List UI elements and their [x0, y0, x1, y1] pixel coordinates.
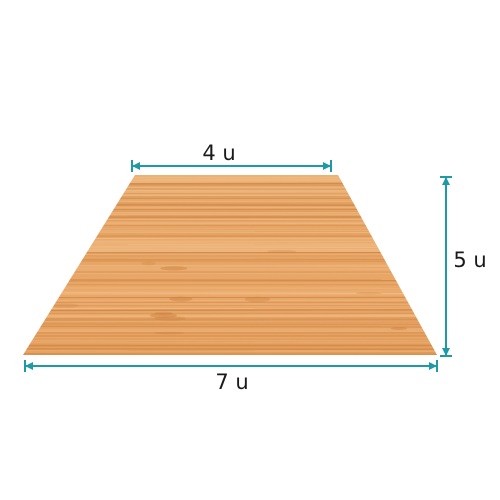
wood-knot [244, 296, 271, 303]
wood-grain-line [23, 354, 437, 355]
wood-grain-line [23, 242, 437, 245]
wood-grain-line [23, 246, 437, 249]
wood-knot [57, 215, 76, 222]
wood-grain-line [23, 213, 437, 216]
wood-grain-line [23, 293, 437, 296]
wood-grain-line [23, 253, 437, 256]
wood-knot [56, 223, 80, 228]
wood-grain-line [23, 352, 437, 355]
wood-knot [154, 311, 173, 316]
wood-grain-line [23, 179, 437, 182]
wood-grain-line [23, 181, 437, 184]
wood-knot [154, 316, 186, 321]
wood-grain-line [23, 219, 437, 222]
wood-grain-line [23, 206, 437, 209]
wood-grain-line [23, 299, 437, 302]
wood-grain-line [23, 292, 437, 295]
height-dimension: 5 u [440, 176, 487, 357]
wood-knot [49, 303, 80, 308]
wood-grain-line [23, 222, 437, 225]
wood-grain-line [23, 350, 437, 353]
wood-grain-line [23, 193, 437, 195]
wood-grain-line [23, 226, 437, 228]
wood-knot [160, 266, 188, 271]
wood-grain-line [23, 276, 437, 279]
wood-grain-line [23, 227, 437, 230]
wood-grain-line [23, 260, 437, 263]
wood-grain-line [23, 266, 437, 268]
wood-knot [169, 296, 193, 302]
wood-grain-line [23, 188, 437, 191]
wood-grain-line [23, 201, 437, 203]
top-dimension: 4 u [131, 141, 332, 172]
wood-knot [355, 291, 383, 295]
wood-grain-line [23, 315, 437, 318]
bottom-label: 7 u [215, 370, 248, 394]
wood-grain-line [23, 321, 437, 323]
wood-grain-line [23, 306, 437, 308]
wood-grain-line [23, 210, 437, 213]
bottom-dimension: 7 u [24, 360, 438, 394]
wood-grain-line [23, 308, 437, 312]
wood-knot [153, 331, 185, 335]
wood-knot [390, 327, 408, 330]
wood-grain-line [23, 205, 437, 208]
wood-grain-line [23, 218, 437, 221]
height-label: 5 u [453, 248, 486, 272]
wood-knot [149, 313, 177, 318]
wood-knot [141, 261, 156, 266]
wood-grain-line [23, 216, 437, 219]
wood-grain-line [23, 234, 437, 237]
wood-grain-line [23, 322, 437, 324]
wood-trapezoid [23, 175, 437, 355]
top-label: 4 u [202, 141, 235, 165]
wood-knot [267, 250, 297, 253]
wood-grain-line [23, 182, 437, 185]
